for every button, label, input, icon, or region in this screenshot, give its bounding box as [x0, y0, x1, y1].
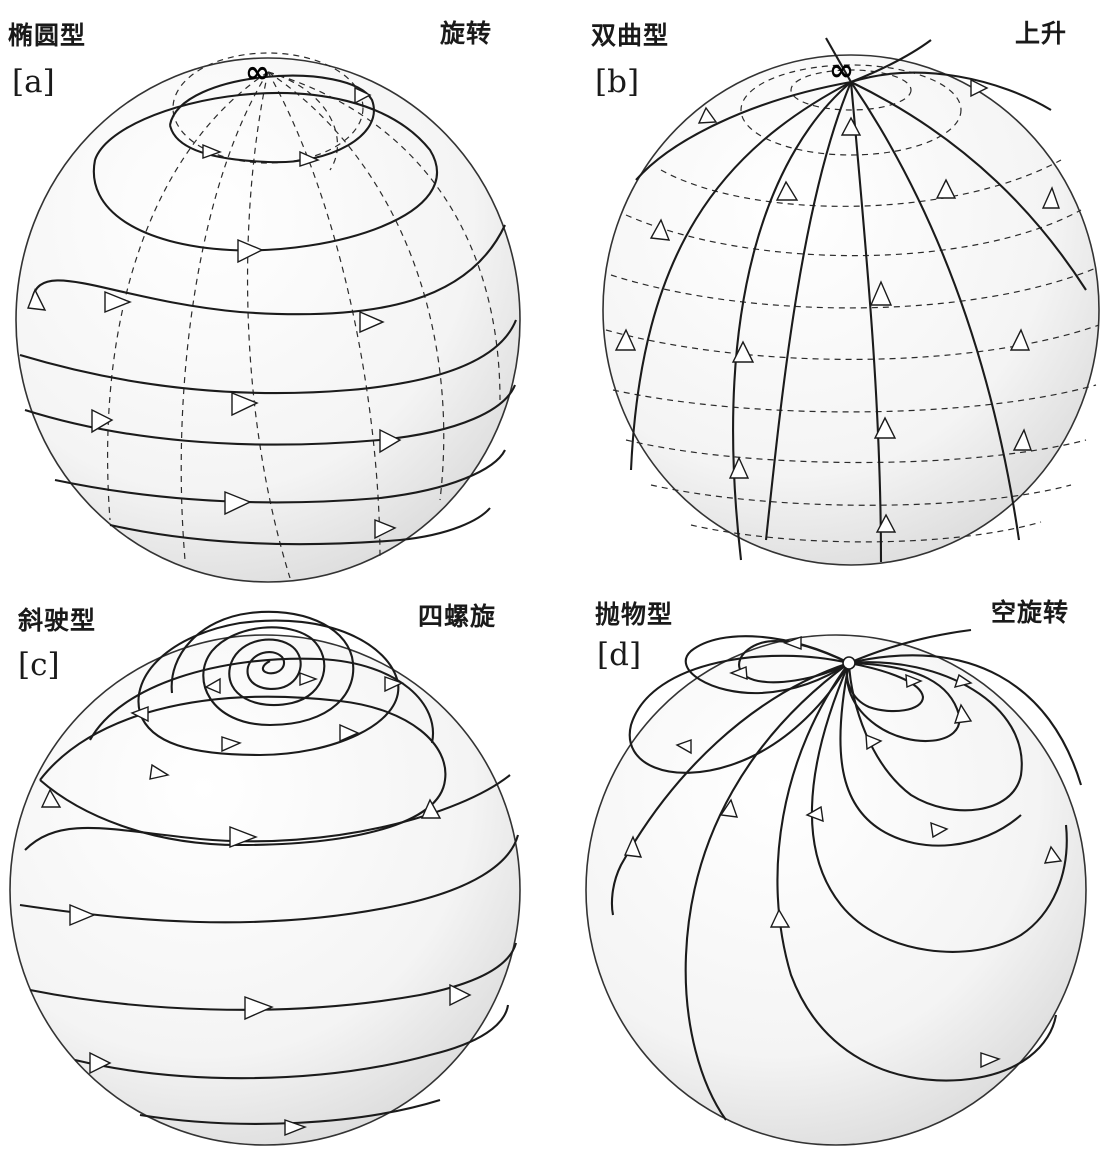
panel-c-flow-label: 四螺旋 — [418, 602, 497, 631]
panel-b: 双曲型 上升 [b] — [551, 0, 1103, 575]
panel-b-letter: [b] — [595, 64, 640, 100]
panel-d: 抛物型 空旋转 [d] — [551, 575, 1103, 1150]
panel-c-type-label: 斜驶型 — [18, 606, 97, 635]
panel-a: 椭圆型 旋转 [a] — [0, 0, 551, 583]
panel-b-infinity-symbol: ∞ — [829, 53, 854, 88]
sphere-d — [585, 628, 1087, 1146]
panel-d-flow-label: 空旋转 — [991, 598, 1070, 627]
panel-c-letter: [c] — [18, 647, 60, 683]
panel-a-flow-label: 旋转 — [440, 19, 493, 48]
panel-c: 斜驶型 四螺旋 [c] — [0, 575, 551, 1150]
panel-a-type-label: 椭圆型 — [8, 21, 87, 50]
panel-b-type-label: 双曲型 — [591, 21, 670, 50]
sphere-a: ∞ — [15, 52, 521, 583]
panel-d-letter: [d] — [597, 637, 642, 673]
panel-d-type-label: 抛物型 — [595, 600, 674, 629]
panel-a-letter: [a] — [12, 64, 55, 100]
panel-b-flow-label: 上升 — [1015, 19, 1068, 48]
sphere-b: ∞ — [602, 37, 1100, 566]
sphere-c — [9, 610, 521, 1146]
panel-a-infinity-symbol: ∞ — [245, 55, 270, 90]
